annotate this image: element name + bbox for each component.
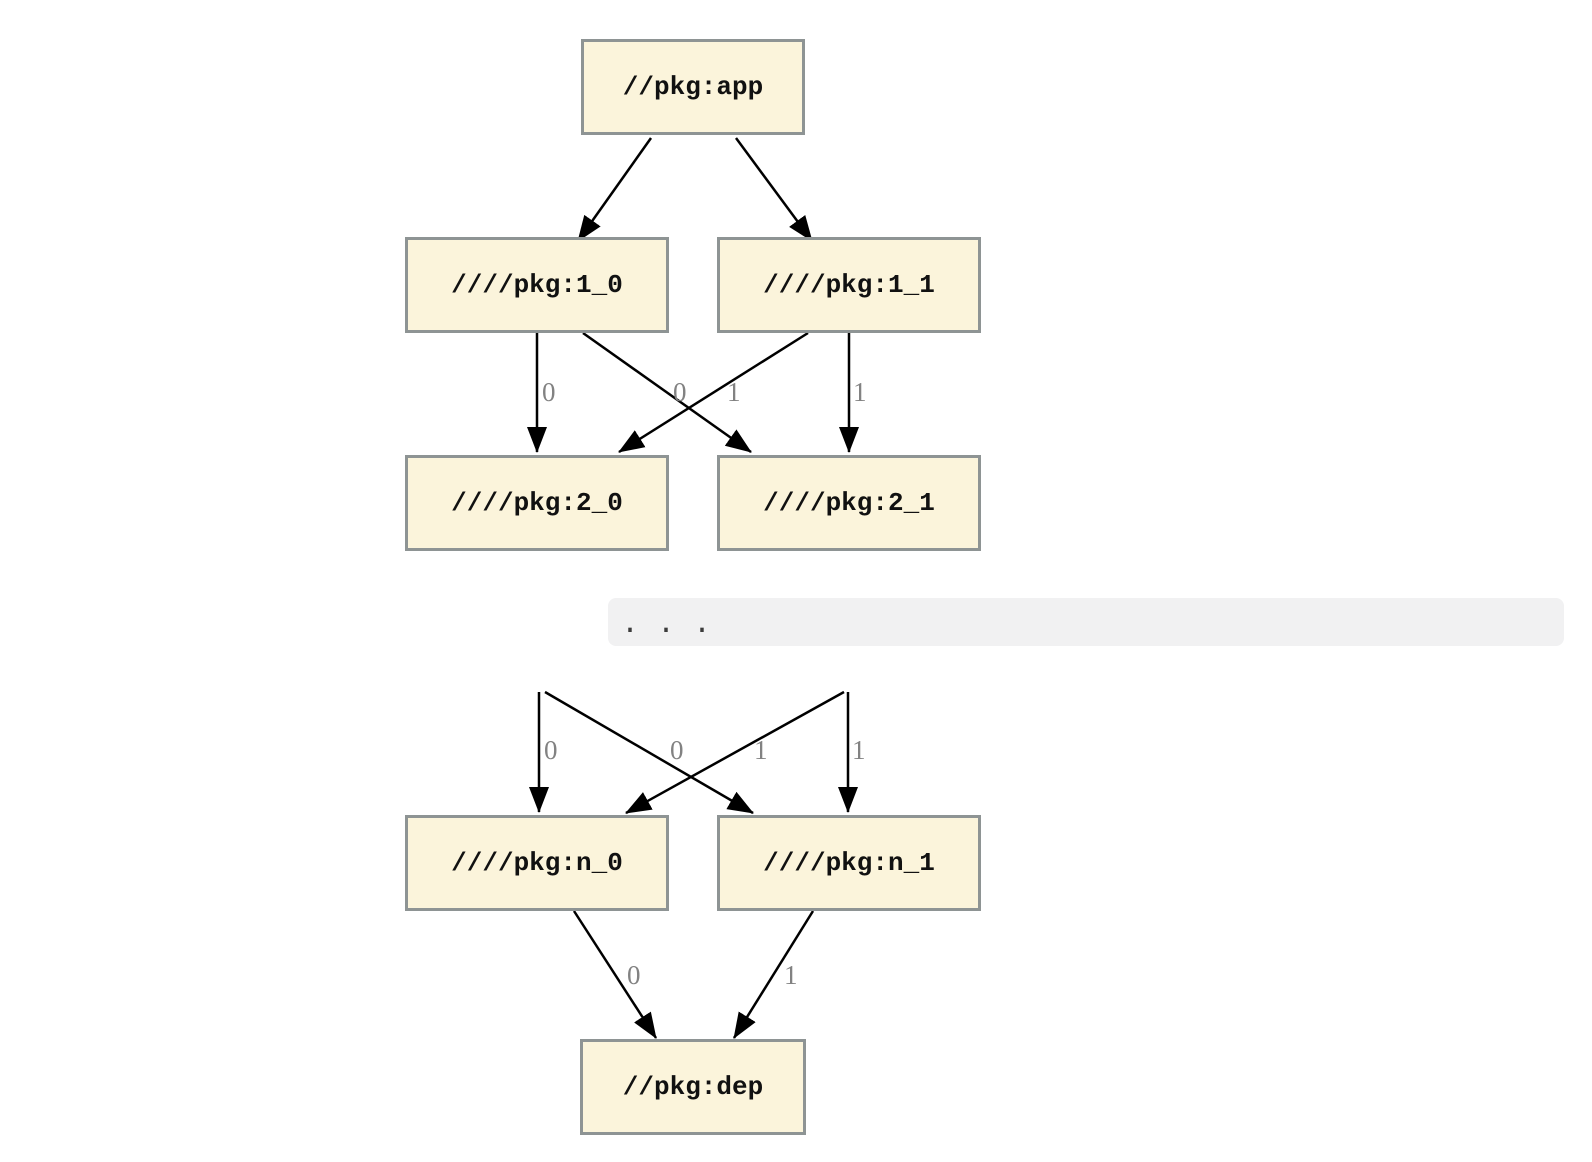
edge-label-1_1-2_1: 1 bbox=[853, 377, 867, 407]
edge-n_1-to-dep bbox=[732, 910, 815, 1039]
ellipsis-bar: . . . bbox=[608, 598, 1564, 646]
edge-app-to-1_0 bbox=[576, 137, 653, 242]
edge-ellipsis-to-n_1-cross bbox=[544, 690, 754, 815]
edge-1_0-to-2_1 bbox=[582, 331, 752, 454]
edge-label-1_0-2_0: 0 bbox=[542, 377, 556, 407]
edge-app-to-1_1 bbox=[734, 137, 814, 242]
graph-node-dep: //pkg:dep bbox=[580, 1039, 806, 1135]
edge-label-1_1-2_0: 0 bbox=[673, 377, 687, 407]
edge-label-n_1-dep: 1 bbox=[784, 960, 798, 990]
edge-label-1_0-2_1: 1 bbox=[727, 377, 741, 407]
edge-1_1-to-2_0 bbox=[618, 331, 809, 454]
graph-node-n_0: ////pkg:n_0 bbox=[405, 815, 669, 911]
edge-label-ellipsis-n_0-cross: 0 bbox=[670, 735, 684, 765]
edge-label-ellipsis-n_1-cross: 1 bbox=[754, 735, 768, 765]
edge-label-ellipsis-n_1-straight: 1 bbox=[852, 735, 866, 765]
ellipsis-text: . . . bbox=[621, 608, 712, 642]
graph-node-2_0: ////pkg:2_0 bbox=[405, 455, 669, 551]
graph-node-1_1: ////pkg:1_1 bbox=[717, 237, 981, 333]
edge-label-n_0-dep: 0 bbox=[627, 960, 641, 990]
graph-node-app: //pkg:app bbox=[581, 39, 805, 135]
edge-ellipsis-to-n_0-cross bbox=[625, 690, 845, 815]
edge-n_0-to-dep bbox=[572, 910, 658, 1039]
graph-node-1_0: ////pkg:1_0 bbox=[405, 237, 669, 333]
graph-node-n_1: ////pkg:n_1 bbox=[717, 815, 981, 911]
edge-label-ellipsis-n_0-straight: 0 bbox=[544, 735, 558, 765]
graph-node-2_1: ////pkg:2_1 bbox=[717, 455, 981, 551]
